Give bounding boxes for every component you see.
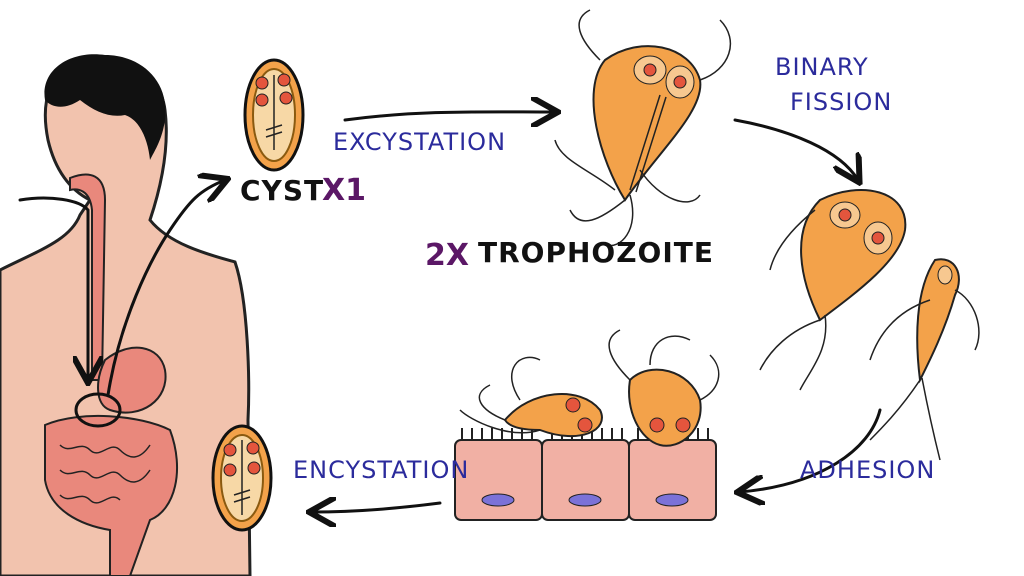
adhesion-label: ADHESION [800,456,935,484]
excystation-label: EXCYSTATION [333,128,506,156]
cyst-count-label: X1 [322,173,366,208]
intestines [44,414,178,576]
cyst-bottom [211,424,273,532]
duodenum-circle [74,392,122,428]
encystation-label: ENCYSTATION [293,456,469,484]
trophozoite-label: TROPHOZOITE [478,236,714,269]
attached-trophozoites [459,329,720,447]
binary-label: BINARY [775,53,869,81]
trophozoite-count-label: 2X [425,238,469,273]
cyst-label: CYST [240,174,324,207]
dividing-trophozoites [759,189,980,461]
fission-label: FISSION [790,88,892,116]
trophozoite-top [554,9,731,247]
hair [44,54,166,160]
cyst-top [243,58,305,172]
human-figure [0,54,252,576]
epithelial-cells [454,428,717,521]
